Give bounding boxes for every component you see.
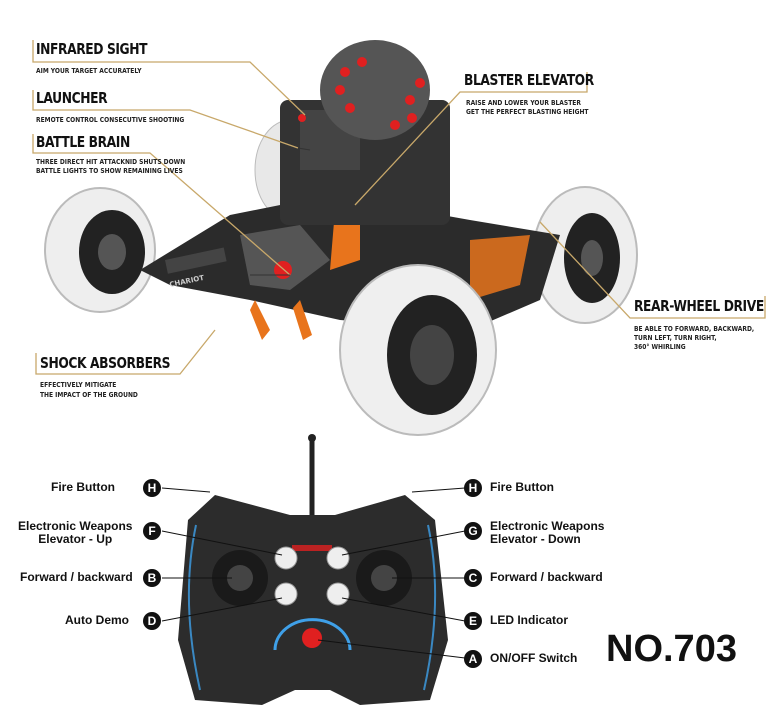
label-forward-backward-left: Forward / backward [20, 570, 133, 584]
feature-title-blaster-elevator: BLASTER ELEVATOR [464, 71, 594, 89]
button-e [326, 582, 350, 606]
feature-desc: THREE DIRECT HIT ATTACKNID SHUTS DOWN [36, 158, 186, 166]
button-d [274, 582, 298, 606]
feature-desc: 360° WHIRLING [634, 343, 686, 351]
badge-h-right: H [464, 479, 482, 497]
badge-g: G [464, 522, 482, 540]
infrared-sight-lens [298, 114, 306, 122]
feature-desc: THE IMPACT OF THE GROUND [40, 391, 138, 399]
feature-title-shock-absorbers: SHOCK ABSORBERS [40, 354, 171, 372]
controller-callout-lines [161, 487, 466, 659]
feature-desc: RAISE AND LOWER YOUR BLASTER [466, 99, 581, 107]
feature-title-infrared-sight: INFRARED SIGHT [36, 40, 148, 58]
label-auto-demo: Auto Demo [65, 613, 129, 627]
badge-e: E [464, 612, 482, 630]
label-line: Elevator - Down [490, 532, 581, 546]
label-forward-backward-right: Forward / backward [490, 570, 603, 584]
on-off-switch [302, 628, 322, 648]
feature-desc: EFFECTIVELY MITIGATE [40, 381, 117, 389]
label-fire-button-left: Fire Button [51, 480, 115, 494]
label-line: Electronic Weapons [490, 519, 605, 533]
feature-desc: BATTLE LIGHTS TO SHOW REMAINING LIVES [36, 167, 183, 175]
feature-desc: TURN LEFT, TURN RIGHT, [634, 334, 717, 342]
blaster-drum [320, 40, 430, 140]
label-elevator-up: Electronic Weapons Elevator - Up [18, 520, 132, 546]
feature-title-rear-wheel-drive: REAR-WHEEL DRIVE [634, 297, 764, 315]
led-bar [292, 545, 332, 551]
wheel-front-left [44, 187, 156, 313]
button-f [274, 546, 298, 570]
feature-title-launcher: LAUNCHER [36, 89, 108, 107]
feature-desc: GET THE PERFECT BLASTING HEIGHT [466, 108, 589, 116]
feature-desc: AIM YOUR TARGET ACCURATELY [36, 67, 142, 75]
label-on-off-switch: ON/OFF Switch [490, 651, 578, 665]
label-led-indicator: LED Indicator [490, 613, 569, 627]
badge-d: D [143, 612, 161, 630]
callout-lines [32, 40, 766, 375]
badge-c: C [464, 569, 482, 587]
controller-body [178, 495, 448, 705]
feature-title-battle-brain: BATTLE BRAIN [36, 133, 130, 151]
badge-a: A [464, 650, 482, 668]
badge-b: B [143, 569, 161, 587]
feature-desc: BE ABLE TO FORWARD, BACKWARD, [634, 325, 755, 333]
feature-desc: REMOTE CONTROL CONSECUTIVE SHOOTING [36, 116, 185, 124]
label-line: Electronic Weapons [18, 519, 133, 533]
badge-f: F [143, 522, 161, 540]
label-line: Elevator - Up [38, 532, 113, 546]
button-g [326, 546, 350, 570]
label-fire-button-right: Fire Button [490, 480, 554, 494]
model-number: NO.703 [606, 628, 737, 670]
label-elevator-down: Electronic Weapons Elevator - Down [490, 520, 604, 546]
wheel-front-right [339, 264, 497, 436]
badge-h-left: H [143, 479, 161, 497]
